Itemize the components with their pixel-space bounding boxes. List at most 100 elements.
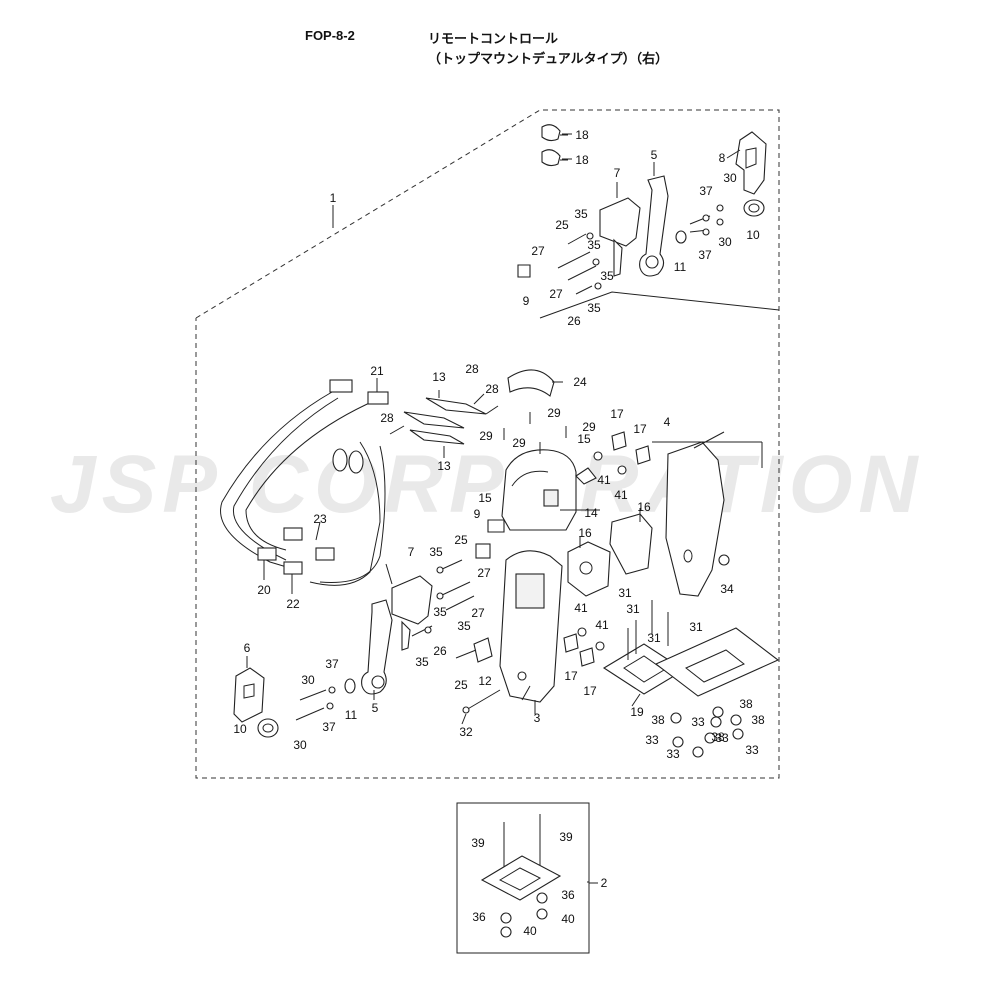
cap-9-upper-drawing (517, 264, 531, 278)
handle-8-drawing (735, 131, 767, 195)
callout-25-lower: 25 (454, 678, 468, 692)
callout-16-b: 16 (578, 526, 592, 540)
callout-15-left: 15 (478, 491, 492, 505)
callout-labels: 1 2 3 4 5 5 6 7 7 8 9 9 10 10 11 11 12 1… (233, 128, 765, 938)
callout-9-lower: 9 (474, 507, 481, 521)
callout-33-d: 33 (715, 731, 729, 745)
callout-37-c: 37 (325, 657, 339, 671)
callout-36-b: 36 (472, 910, 486, 924)
body-3-drawing (499, 550, 563, 703)
callout-18-b: 18 (575, 153, 589, 167)
callout-26-lower: 26 (433, 644, 447, 658)
callout-37-d: 37 (322, 720, 336, 734)
callout-35-g: 35 (457, 619, 471, 633)
callout-14: 14 (584, 506, 598, 520)
screws-28-29-drawing (389, 393, 567, 454)
bush-10-upper-drawing (743, 199, 765, 217)
cover-4-drawing (652, 441, 763, 597)
callout-15-right: 15 (577, 432, 591, 446)
screws-upper-drawing (557, 204, 724, 295)
callout-7-lower: 7 (408, 545, 415, 559)
callout-24: 24 (573, 375, 587, 389)
callout-13-upper: 13 (432, 370, 446, 384)
callout-17-a: 17 (610, 407, 624, 421)
callout-6: 6 (244, 641, 251, 655)
callout-27-c: 27 (477, 566, 491, 580)
bracket-15-drawing (487, 467, 597, 533)
callout-18-a: 18 (575, 128, 589, 142)
bracket-12-drawing (473, 637, 493, 663)
callout-35-a: 35 (574, 207, 588, 221)
callout-21: 21 (370, 364, 384, 378)
callout-19: 19 (630, 705, 644, 719)
callout-27-b: 27 (549, 287, 563, 301)
callout-4: 4 (664, 415, 671, 429)
cap-9-lower-drawing (475, 543, 491, 559)
lever-cover-7-upper-drawing (599, 197, 641, 277)
callout-38-a: 38 (739, 697, 753, 711)
callout-41-c: 41 (574, 601, 588, 615)
callout-16-a: 16 (637, 500, 651, 514)
callout-36-a: 36 (561, 888, 575, 902)
callout-40-b: 40 (523, 924, 537, 938)
callout-29-b: 29 (479, 429, 493, 443)
callout-3: 3 (534, 711, 541, 725)
callout-35-c: 35 (600, 269, 614, 283)
callout-27-d: 27 (471, 606, 485, 620)
callout-33-b: 33 (645, 733, 659, 747)
callout-20: 20 (257, 583, 271, 597)
callout-10-upper: 10 (746, 228, 760, 242)
callout-17-d: 17 (583, 684, 597, 698)
callout-35-d: 35 (587, 301, 601, 315)
bolt-32-drawing (462, 689, 501, 714)
callout-31-c: 31 (647, 631, 661, 645)
callout-39-left: 39 (471, 836, 485, 850)
harness-21-23-drawing (220, 379, 389, 586)
callout-33-a: 33 (691, 715, 705, 729)
callout-5-lower: 5 (372, 701, 379, 715)
screws-lower-drawing (295, 559, 477, 721)
callout-40-a: 40 (561, 912, 575, 926)
callout-41-b: 41 (614, 488, 628, 502)
callout-35-e: 35 (429, 545, 443, 559)
cap-18-b-drawing (541, 149, 568, 167)
lever-arm-5-upper-drawing (639, 175, 669, 277)
callout-39-right: 39 (559, 830, 573, 844)
callout-34: 34 (720, 582, 734, 596)
lever-arm-5-lower-drawing (361, 599, 393, 695)
callout-9-upper: 9 (523, 294, 530, 308)
gasket-16-b-drawing (567, 541, 611, 597)
callout-41-d: 41 (595, 618, 609, 632)
callout-37-b: 37 (698, 248, 712, 262)
callout-1: 1 (330, 191, 337, 205)
cover-24-drawing (507, 369, 555, 397)
callout-33-e: 33 (745, 743, 759, 757)
callout-7-upper: 7 (614, 166, 621, 180)
callout-30-d: 30 (293, 738, 307, 752)
gasket-16-a-drawing (609, 513, 653, 575)
callout-23: 23 (313, 512, 327, 526)
callout-22: 22 (286, 597, 300, 611)
callout-25-mid: 25 (454, 533, 468, 547)
callout-29-c: 29 (512, 436, 526, 450)
callout-30-c: 30 (301, 673, 315, 687)
callout-31-d: 31 (689, 620, 703, 634)
callout-28-a: 28 (465, 362, 479, 376)
callout-25-upper: 25 (555, 218, 569, 232)
watermark-text: JSP CORPORATION (50, 439, 924, 530)
callout-35-f: 35 (433, 605, 447, 619)
assembly-outline (195, 109, 780, 779)
plate-13-drawing (403, 397, 487, 445)
callout-8: 8 (719, 151, 726, 165)
callout-27-a: 27 (531, 244, 545, 258)
base-plate-drawing (654, 627, 780, 697)
kit-box-2 (456, 802, 590, 954)
diagram-title: リモートコントロール (428, 31, 559, 46)
lever-cover-7-lower-drawing (391, 575, 433, 651)
leader-lines (246, 133, 741, 883)
callout-31-b: 31 (626, 602, 640, 616)
callout-37-a: 37 (699, 184, 713, 198)
callout-30-b: 30 (718, 235, 732, 249)
bush-10-lower-drawing (257, 718, 279, 738)
